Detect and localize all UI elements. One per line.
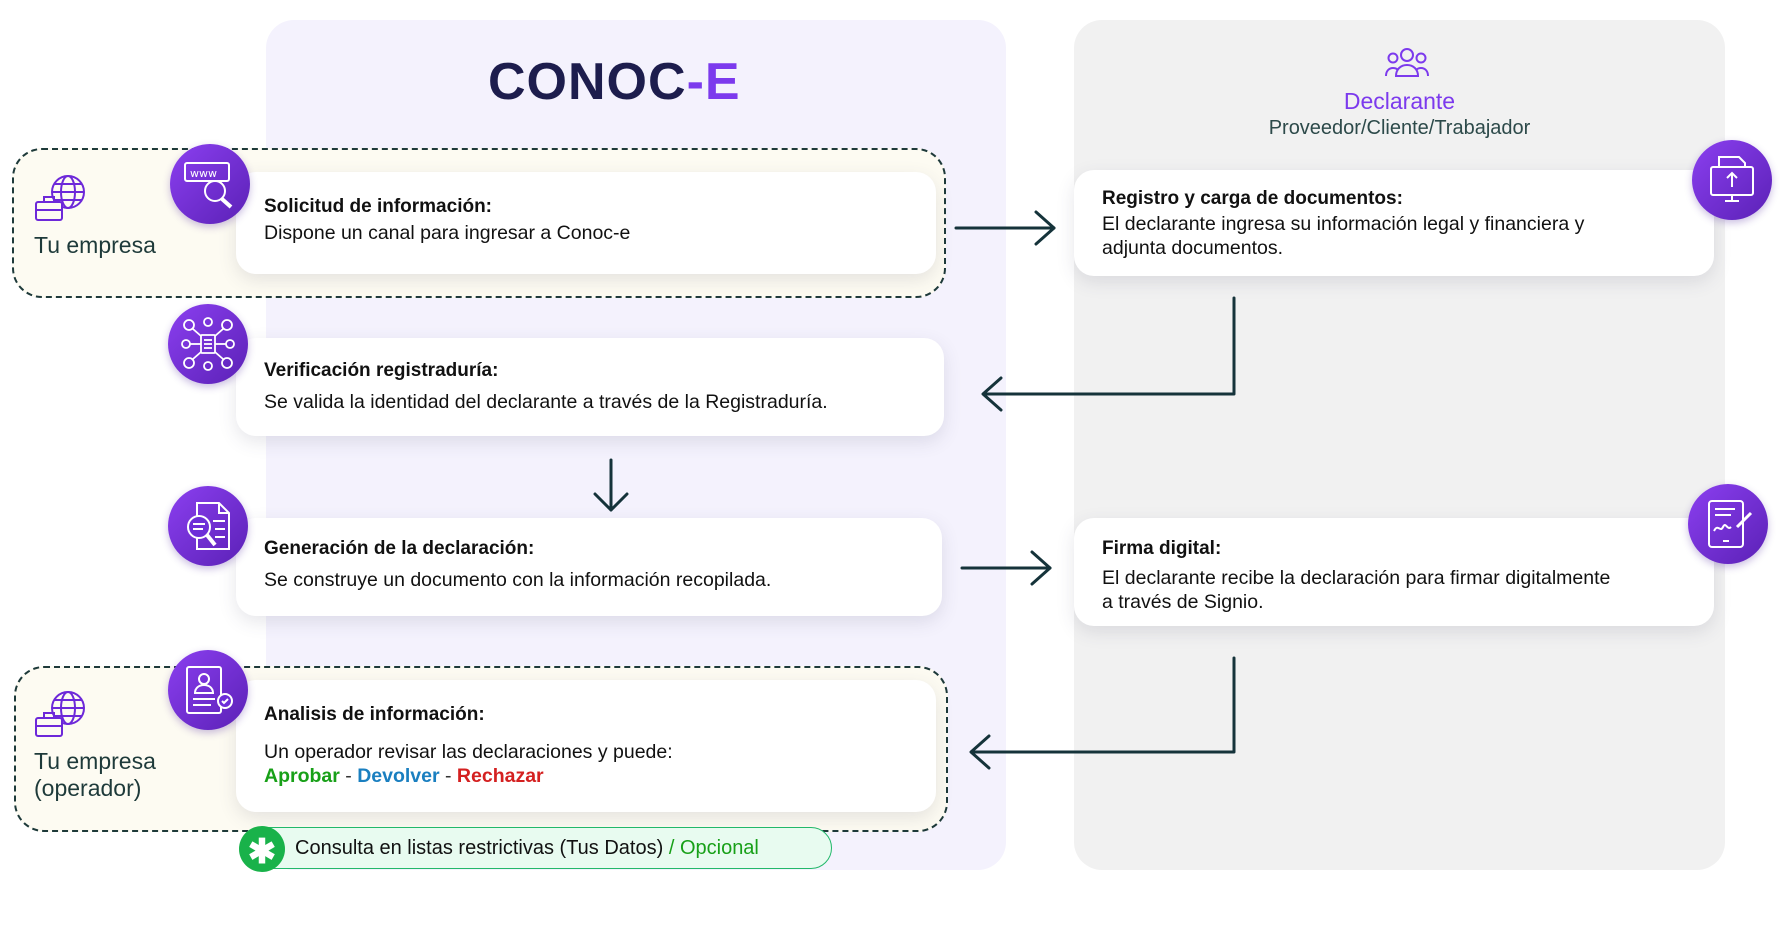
consulta-label: Consulta en listas restrictivas (Tus Dat… <box>295 837 664 859</box>
option-separator: - <box>345 765 352 787</box>
option-separator: - <box>445 765 452 787</box>
card-analisis-desc: Un operador revisar las declaraciones y … <box>264 741 673 763</box>
document-search-icon <box>168 486 248 566</box>
card-registro-desc-2: adjunta documentos. <box>1102 237 1284 259</box>
card-generacion: Generación de la declaración: Se constru… <box>236 518 942 616</box>
card-firma-desc-1: El declarante recibe la declaración para… <box>1102 567 1611 589</box>
www-search-icon: www <box>170 144 250 224</box>
consulta-optional: / Opcional <box>668 837 759 859</box>
declarante-subtitle: Proveedor/Cliente/Trabajador <box>1268 117 1531 139</box>
card-registro-title: Registro y carga de documentos: <box>1102 188 1403 209</box>
arrow-registro-verificacion <box>981 296 1236 412</box>
id-document-icon <box>168 650 248 730</box>
upload-monitor-icon <box>1692 140 1772 220</box>
option-rechazar: Rechazar <box>456 765 544 787</box>
tu-empresa-label-top: Tu empresa <box>34 232 156 258</box>
asterisk-icon: ✱ <box>239 826 285 872</box>
tu-empresa-line1: Tu empresa <box>34 748 156 774</box>
card-verificacion-desc: Se valida la identidad del declarante a … <box>264 391 828 413</box>
tablet-signature-icon <box>1688 484 1768 564</box>
card-analisis-title: Analisis de información: <box>264 704 485 725</box>
option-aprobar: Aprobar <box>264 765 340 787</box>
card-analisis-options: Aprobar - Devolver - Rechazar <box>264 764 908 788</box>
card-firma-desc-2: a través de Signio. <box>1102 591 1264 613</box>
tu-empresa-line2: (operador) <box>34 775 142 801</box>
declarante-title: Declarante <box>1343 88 1456 114</box>
consulta-text: Consulta en listas restrictivas (Tus Dat… <box>295 837 759 860</box>
globe-briefcase-icon <box>34 172 90 229</box>
consulta-listas-pill: ✱ Consulta en listas restrictivas (Tus D… <box>239 826 832 872</box>
option-devolver: Devolver <box>357 765 440 787</box>
card-analisis: Analisis de información: Un operador rev… <box>236 680 936 812</box>
card-solicitud: Solicitud de información: Dispone un can… <box>236 172 936 274</box>
card-solicitud-desc: Dispone un canal para ingresar a Conoc-e <box>264 222 631 244</box>
card-verificacion-title: Verificación registraduría: <box>264 360 499 381</box>
card-registro: Registro y carga de documentos: El decla… <box>1074 170 1714 276</box>
card-verificacion: Verificación registraduría: Se valida la… <box>236 338 944 436</box>
card-generacion-title: Generación de la declaración: <box>264 538 535 559</box>
tu-empresa-label-bottom: Tu empresa (operador) <box>34 748 156 802</box>
card-generacion-desc: Se construye un documento con la informa… <box>264 569 772 591</box>
card-solicitud-title: Solicitud de información: <box>264 196 493 217</box>
arrow-solicitud-registro <box>954 210 1056 246</box>
globe-briefcase-icon <box>34 688 90 745</box>
card-registro-desc-1: El declarante ingresa su información leg… <box>1102 213 1585 235</box>
svg-text:www: www <box>190 167 217 180</box>
arrow-verificacion-generacion <box>593 458 629 512</box>
network-checklist-icon <box>168 304 248 384</box>
arrow-generacion-firma <box>960 550 1052 586</box>
conoce-logo: CONOC-E <box>488 53 741 111</box>
card-firma: Firma digital: El declarante recibe la d… <box>1074 518 1714 626</box>
users-group-icon <box>1385 46 1429 85</box>
declarante-column <box>1074 20 1725 870</box>
card-firma-title: Firma digital: <box>1102 538 1222 559</box>
arrow-firma-analisis <box>969 656 1236 770</box>
